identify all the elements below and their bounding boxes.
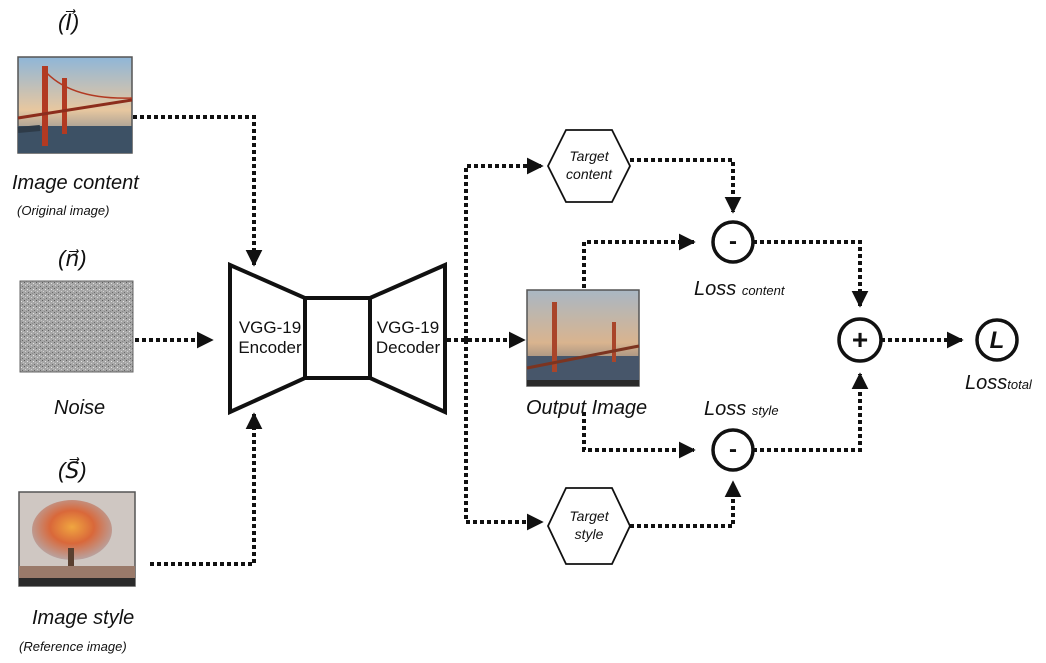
style-to-encoder-arrow <box>150 412 263 566</box>
output-to-content-minus-arrow <box>582 233 696 288</box>
loss-content-main: Loss <box>694 278 737 300</box>
style-sublabel: (Reference image) <box>19 639 127 654</box>
loss-total-sub: total <box>1007 377 1032 392</box>
target-style-line-2: style <box>574 526 604 542</box>
target-style-to-minus-arrow <box>630 480 742 528</box>
bottleneck-box <box>303 296 372 380</box>
output-image <box>526 289 640 387</box>
decoder-label: VGG-19 Decoder <box>368 318 448 358</box>
to-target-style-arrow <box>464 340 544 531</box>
style-vector-label: (S⃗) <box>58 458 87 483</box>
target-content-line-2: content <box>566 166 612 182</box>
loss-total-main: Loss <box>965 372 1008 394</box>
total-loss-circle <box>975 318 1019 362</box>
loss-style-label: Loss style <box>704 398 779 421</box>
encoder-label: VGG-19 Encoder <box>230 318 310 358</box>
loss-content-sub: content <box>741 283 785 298</box>
target-content-to-minus-arrow <box>630 158 742 214</box>
noise-vector-label: (n⃗) <box>58 246 87 271</box>
loss-content-label: Loss content <box>694 278 784 301</box>
target-content-hexagon <box>546 129 632 203</box>
loss-total-label: Losstotal <box>965 372 1032 395</box>
content-vector-label: (I⃗) <box>58 10 80 35</box>
target-style-line-1: Target <box>569 508 609 524</box>
style-loss-to-plus-arrow <box>753 372 869 452</box>
target-content-line-1: Target <box>569 148 609 164</box>
loss-style-sub: style <box>751 403 779 418</box>
encoder-line-2: Encoder <box>238 338 302 357</box>
content-image <box>17 56 133 154</box>
noise-label: Noise <box>54 397 106 419</box>
target-content-label: Target content <box>549 147 629 183</box>
content-loss-to-plus-arrow <box>753 240 869 308</box>
total-loss-symbol: L <box>990 327 1005 354</box>
content-label: Image content <box>12 172 139 194</box>
loss-style-main: Loss <box>704 398 747 420</box>
content-to-encoder-arrow <box>133 115 263 267</box>
output-image-label: Output Image <box>526 397 648 419</box>
decoder-shape <box>368 261 447 416</box>
style-image <box>18 491 136 587</box>
style-minus-sign: - <box>729 436 737 463</box>
to-target-content-arrow <box>464 157 544 340</box>
decoder-line-1: VGG-19 <box>376 318 440 337</box>
target-style-label: Target style <box>549 507 629 543</box>
style-label: Image style <box>32 607 135 629</box>
plus-sign: + <box>852 324 868 355</box>
content-sublabel: (Original image) <box>17 203 110 218</box>
encoder-line-1: VGG-19 <box>238 318 302 337</box>
output-to-style-minus-arrow <box>582 412 696 459</box>
target-style-hexagon <box>547 487 631 565</box>
decoder-line-2: Decoder <box>375 338 441 357</box>
noise-image <box>19 280 134 373</box>
content-minus-sign: - <box>729 228 737 255</box>
